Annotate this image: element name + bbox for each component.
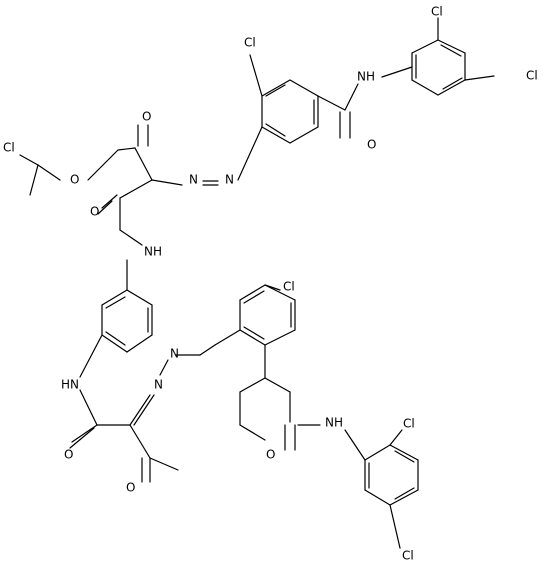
- bond-line: [239, 284, 266, 301]
- atom-nh-lower-amide: NH: [325, 416, 343, 430]
- atom-n-azo-top-2: N: [225, 173, 234, 187]
- atom-cl-2-top: Cl: [431, 5, 443, 19]
- bond-line: [411, 79, 439, 96]
- atom-cl-2-lower: Cl: [403, 417, 415, 431]
- bond-line: [101, 334, 128, 353]
- atom-n-azo-lower-1: N: [154, 378, 163, 392]
- bond-line: [129, 394, 151, 426]
- bond-line: [237, 126, 263, 181]
- bond-line: [105, 296, 126, 309]
- bond-line: [344, 83, 359, 111]
- bond-line: [87, 149, 119, 181]
- bond-line: [129, 424, 151, 459]
- atom-o-top-amide: O: [367, 138, 376, 152]
- bond-line: [126, 334, 153, 353]
- bond-line: [149, 457, 179, 471]
- bond-line: [389, 429, 403, 446]
- bond-line: [239, 329, 266, 346]
- atom-o-top-anilide: O: [90, 205, 99, 219]
- bond-line: [159, 359, 169, 376]
- bond-line: [389, 489, 419, 506]
- bond-line: [264, 329, 296, 346]
- atom-o-lower-anilide: O: [64, 448, 73, 462]
- bond-line: [265, 84, 286, 97]
- bond-line: [239, 424, 266, 441]
- bond-lines: [19, 17, 495, 549]
- atom-nh-top-amide: NH: [357, 70, 375, 84]
- bond-line: [19, 154, 39, 166]
- bond-line: [261, 79, 291, 97]
- atom-o-ether: O: [70, 173, 79, 187]
- bond-line: [440, 44, 462, 57]
- atom-n-azo-lower-2: N: [170, 347, 179, 361]
- bond-line: [265, 123, 286, 137]
- bond-line: [243, 326, 265, 340]
- bond-line: [381, 66, 413, 78]
- bond-line: [389, 504, 401, 549]
- bond-line: [101, 289, 128, 306]
- atom-n-azo-top-1: N: [189, 173, 198, 187]
- bond-line: [79, 389, 98, 426]
- bond-line: [394, 450, 415, 463]
- bond-line: [117, 147, 136, 151]
- bond-line: [264, 284, 296, 301]
- bond-line: [97, 200, 113, 215]
- atom-hn-lower-anilide: HN: [61, 378, 79, 392]
- bond-line: [411, 39, 439, 54]
- bond-line: [289, 126, 319, 144]
- atom-labels: Cl Cl NH O Cl N N O O Cl O NH HN O N N O…: [3, 5, 538, 563]
- bond-line: [101, 194, 118, 209]
- bond-line: [437, 79, 466, 96]
- bond-line: [442, 77, 463, 90]
- bond-line: [394, 487, 415, 500]
- bond-line: [243, 290, 265, 304]
- bond-line: [119, 229, 143, 246]
- bond-line: [289, 79, 319, 97]
- bond-line: [69, 427, 95, 449]
- bond-line: [37, 164, 61, 181]
- bond-line: [264, 377, 291, 393]
- atom-cl-ethyl: Cl: [3, 141, 15, 155]
- bond-line: [264, 284, 281, 291]
- bond-line: [364, 444, 391, 461]
- atom-cl-4-lower: Cl: [402, 549, 414, 563]
- bond-line: [464, 75, 495, 81]
- bond-line: [239, 377, 266, 393]
- bond-line: [126, 289, 153, 306]
- bond-line: [119, 179, 153, 199]
- bond-line: [151, 179, 183, 186]
- bond-line: [437, 39, 466, 54]
- bond-line: [317, 95, 346, 111]
- bond-line: [364, 489, 391, 506]
- bond-line: [249, 54, 263, 97]
- bond-line: [261, 126, 291, 144]
- atom-cl-top-ring: Cl: [244, 36, 256, 50]
- atom-cl-lower-ring: Cl: [283, 280, 295, 294]
- atom-o-top-keto: O: [142, 110, 151, 124]
- bond-line: [105, 331, 126, 346]
- atom-cl-4-top: Cl: [526, 69, 538, 83]
- bond-line: [79, 334, 103, 378]
- bond-line: [134, 147, 153, 181]
- bond-line: [133, 394, 155, 426]
- bond-line: [199, 344, 216, 356]
- bond-line: [389, 444, 419, 461]
- bond-line: [71, 424, 98, 443]
- atom-o-lower-amide: O: [266, 448, 275, 462]
- atom-nh-top-anilide: NH: [144, 245, 162, 259]
- atom-o-lower-keto: O: [126, 481, 135, 495]
- bond-line: [29, 164, 39, 196]
- bond-line: [214, 329, 241, 346]
- bond-line: [344, 429, 366, 461]
